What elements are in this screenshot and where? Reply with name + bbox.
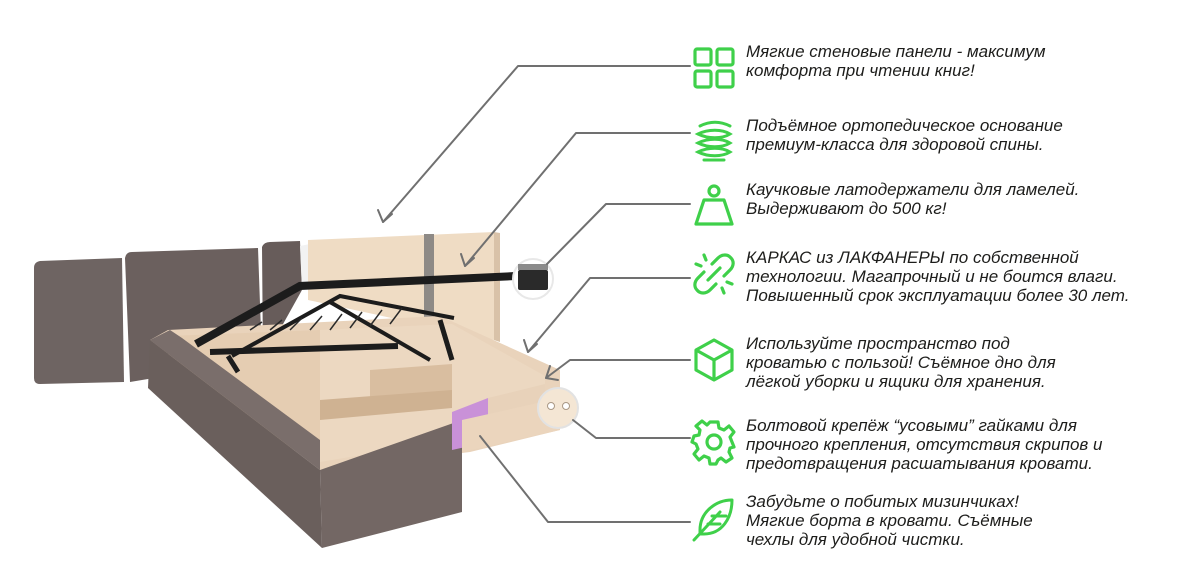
feature-latex-holders: Каучковые латодержатели для ламелей. Выд… [690,180,1190,230]
latex-holder-detail [512,258,554,300]
bolt-detail [537,387,579,429]
chain-link-icon [690,250,738,298]
feature-text: Забудьте о побитых мизинчиках! Мягкие бо… [746,492,1033,549]
gear-icon [690,418,738,466]
feather-icon [690,494,738,542]
box-icon [690,336,738,384]
feature-text: Болтовой крепёж “усовыми” гайками для пр… [746,416,1103,473]
orthopedic-base-icon [690,118,738,166]
feature-text: КАРКАС из ЛАКФАНЕРЫ по собственной техно… [746,248,1130,305]
feature-orthopedic-base: Подъёмное ортопедическое основание преми… [690,116,1190,166]
bed-frame [148,316,560,548]
wall-panels-icon [690,44,738,92]
feature-text: Каучковые латодержатели для ламелей. Выд… [746,180,1080,218]
lift-mechanism [194,272,517,374]
feature-text: Подъёмное ортопедическое основание преми… [746,116,1063,154]
bed-illustration [34,232,579,548]
weight-icon [690,182,738,230]
feature-text: Используйте пространство под кроватью с … [746,334,1056,391]
feature-storage: Используйте пространство под кроватью с … [690,334,1190,391]
feature-text: Мягкие стеновые панели - максимум комфор… [746,42,1046,80]
feature-wall-panels: Мягкие стеновые панели - максимум комфор… [690,42,1190,92]
feature-soft-sides: Забудьте о побитых мизинчиках! Мягкие бо… [690,492,1190,549]
feature-bolt-fasteners: Болтовой крепёж “усовыми” гайками для пр… [690,416,1190,473]
feature-plywood-frame: КАРКАС из ЛАКФАНЕРЫ по собственной техно… [690,248,1190,305]
slats [249,307,403,331]
